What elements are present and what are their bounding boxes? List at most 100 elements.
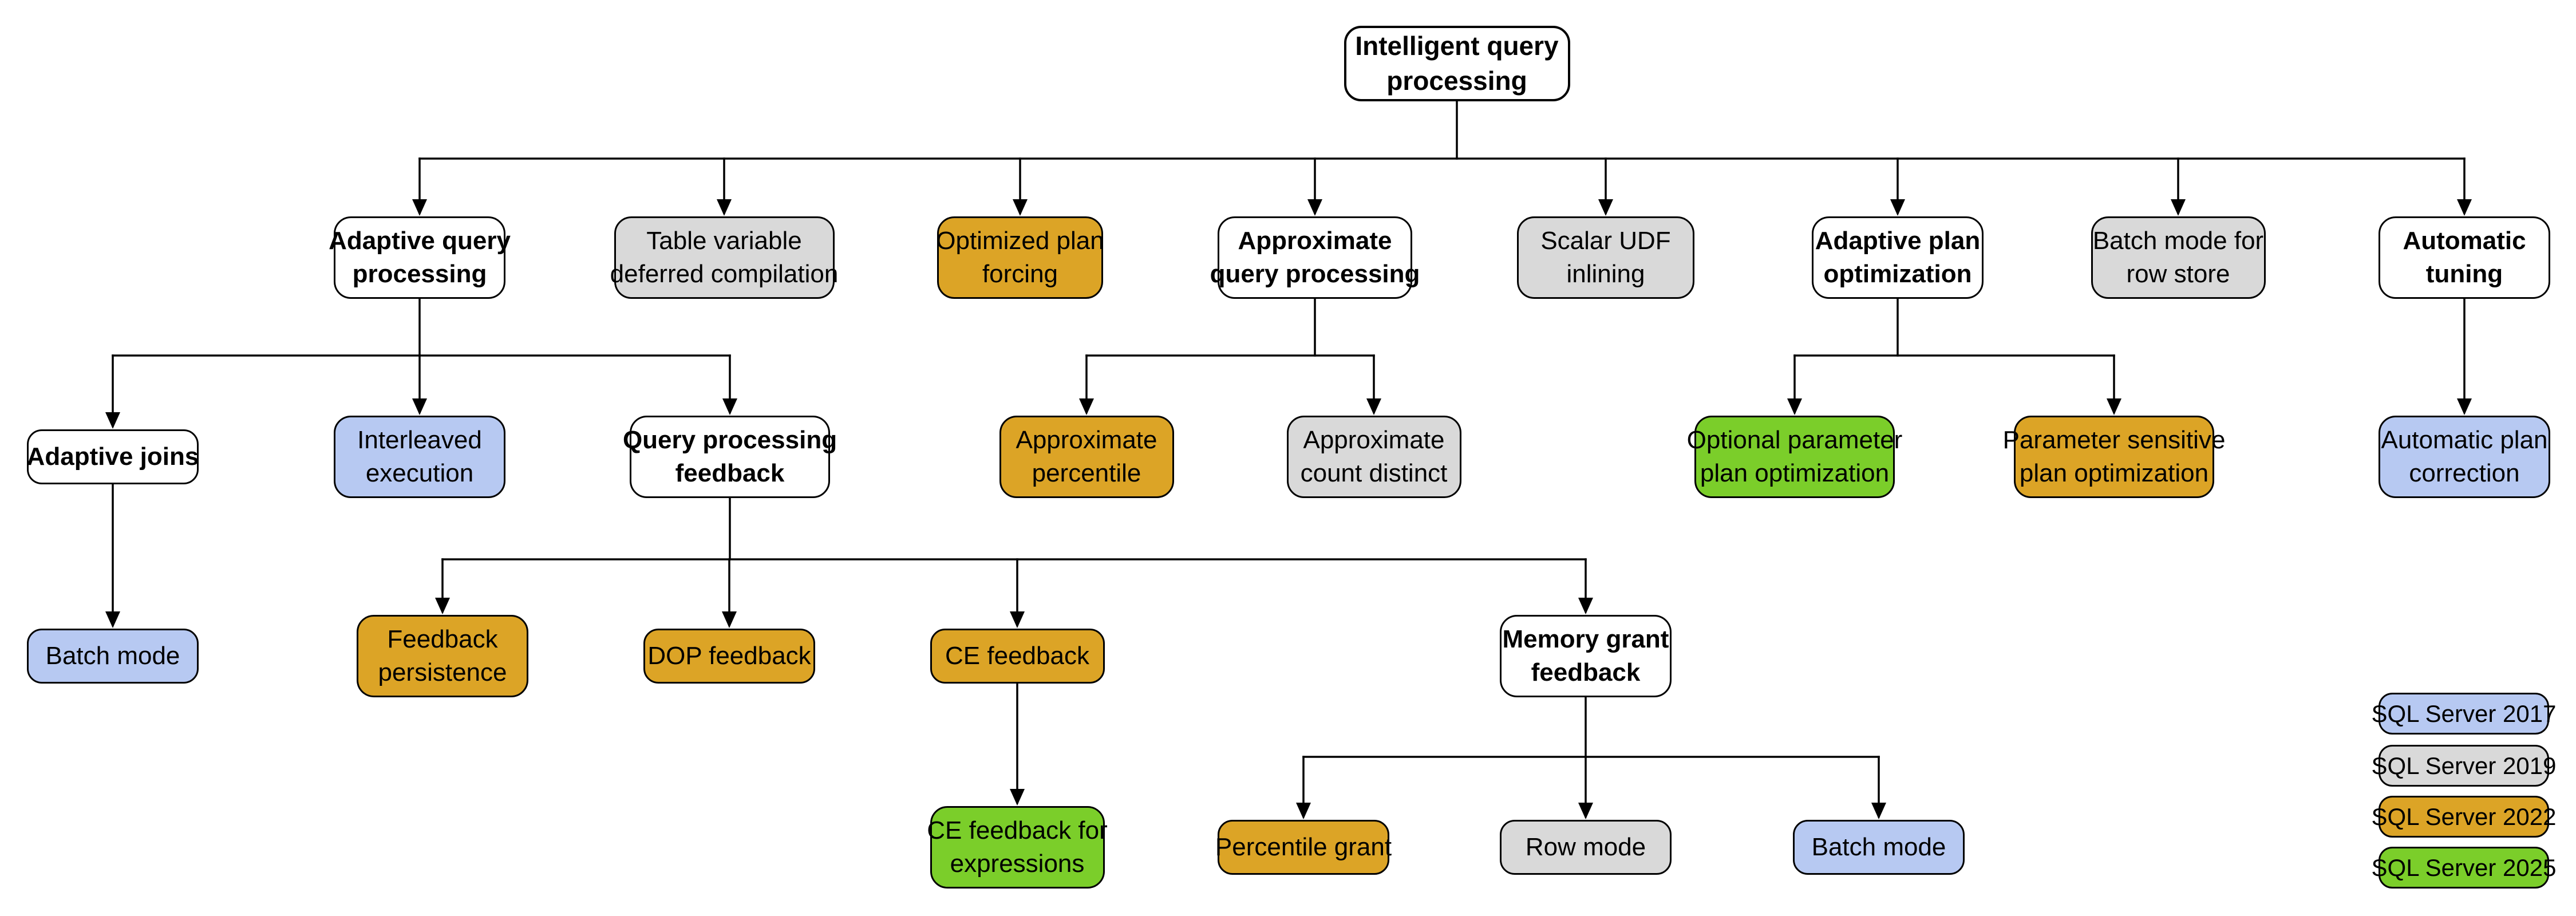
legend-label: SQL Server 2022 [2371,803,2557,830]
node-label: Query processing [622,425,837,454]
arrowhead-icon [2457,398,2472,415]
edge-query-processing-feedback [435,497,1593,628]
legend-item-sql-server-2022: SQL Server 2022 [2372,796,2556,838]
node-query-processing-feedback: Query processing feedback [623,416,837,498]
node-label: row store [2126,260,2230,288]
node-label: optimization [1823,260,1972,288]
node-label: feedback [675,459,785,487]
node-label: processing [1386,66,1527,96]
node-label: count distinct [1300,459,1448,487]
arrowhead-icon [1307,199,1322,216]
node-label: Batch mode [1811,832,1946,861]
node-label: Approximate [1238,226,1392,255]
arrowhead-icon [1578,803,1593,819]
edge-adaptive-query-processing [105,298,737,429]
node-label: expressions [950,850,1085,878]
arrowhead-icon [1296,803,1311,819]
legend-item-sql-server-2017: SQL Server 2017 [2372,693,2556,735]
node-label: Memory grant [1502,625,1669,653]
arrowhead-icon [1871,803,1886,819]
node-dop-feedback: DOP feedback [643,629,815,684]
node-label: Percentile grant [1215,832,1392,861]
node-label: Automatic [2403,226,2526,255]
node-label: CE feedback [945,641,1089,670]
legend-item-sql-server-2025: SQL Server 2025 [2372,847,2556,889]
edge-automatic-tuning [2457,298,2472,415]
node-label: correction [2409,459,2520,487]
arrowhead-icon [1787,398,1802,415]
node-label: plan optimization [2019,459,2209,487]
node-batch-mode-adaptive-joins: Batch mode [27,629,199,684]
node-ce-feedback-for-expressions: CE feedback for expressions [927,806,1108,889]
arrowhead-icon [1010,789,1025,806]
arrowhead-icon [412,199,427,216]
arrowhead-icon [435,598,450,614]
arrowhead-icon [722,398,737,415]
node-label: Approximate [1016,425,1157,454]
node-ce-feedback: CE feedback [930,629,1105,684]
arrowhead-icon [412,398,427,415]
edge-memory-grant-feedback [1296,696,1886,819]
node-batch-mode-for-row-store: Batch mode for row store [2091,216,2266,299]
node-label: Batch mode for [2092,226,2264,255]
node-label: Optional parameter [1686,425,1903,454]
edge-adaptive-joins [105,483,120,628]
node-batch-mode-memory-grant: Batch mode [1793,820,1965,875]
arrowhead-icon [1366,398,1381,415]
arrowhead-icon [105,412,120,429]
node-approximate-percentile: Approximate percentile [999,416,1174,498]
node-approximate-query-processing: Approximate query processing [1210,216,1420,299]
edge-approximate-query-processing [1079,298,1381,415]
node-label: Feedback [387,625,498,653]
node-automatic-tuning: Automatic tuning [2379,216,2550,299]
node-adaptive-plan-optimization: Adaptive plan optimization [1812,216,1984,299]
node-label: inlining [1566,260,1645,288]
node-memory-grant-feedback: Memory grant feedback [1500,615,1672,697]
arrowhead-icon [1578,598,1593,614]
node-intelligent-query-processing: Intelligent query processing [1344,26,1570,101]
node-automatic-plan-correction: Automatic plan correction [2379,416,2550,498]
node-label: Intelligent query [1355,31,1559,61]
node-label: plan optimization [1700,459,1890,487]
node-label: forcing [982,260,1058,288]
arrowhead-icon [2457,199,2472,216]
legend-item-sql-server-2019: SQL Server 2019 [2372,745,2556,787]
edge-intelligent-query-processing [412,100,2472,216]
node-adaptive-joins: Adaptive joins [27,429,199,484]
node-label: execution [365,459,474,487]
node-row-mode: Row mode [1500,820,1672,875]
node-optional-parameter-plan-optimization: Optional parameter plan optimization [1687,416,1902,498]
arrowhead-icon [1890,199,1905,216]
node-label: Adaptive joins [26,442,199,471]
node-percentile-grant: Percentile grant [1215,820,1392,875]
node-label: CE feedback for [927,816,1108,844]
arrowhead-icon [1598,199,1613,216]
node-label: Batch mode [45,641,180,670]
node-label: Parameter sensitive [2002,425,2226,454]
edge-adaptive-plan-optimization [1787,298,2121,415]
node-label: Adaptive query [329,226,511,255]
arrowhead-icon [2107,398,2121,415]
node-label: query processing [1210,260,1420,288]
node-adaptive-query-processing: Adaptive query processing [329,216,511,299]
legend-label: SQL Server 2019 [2371,752,2557,779]
node-label: tuning [2425,260,2503,288]
arrowhead-icon [105,611,120,628]
node-label: DOP feedback [647,641,811,670]
node-label: feedback [1531,658,1641,686]
node-label: processing [352,260,487,288]
node-label: Table variable [646,226,802,255]
node-label: percentile [1032,459,1141,487]
node-label: Row mode [1525,832,1646,861]
node-label: Automatic plan [2381,425,2548,454]
arrowhead-icon [2171,199,2186,216]
node-label: Adaptive plan [1815,226,1981,255]
edge-ce-feedback [1010,682,1025,806]
